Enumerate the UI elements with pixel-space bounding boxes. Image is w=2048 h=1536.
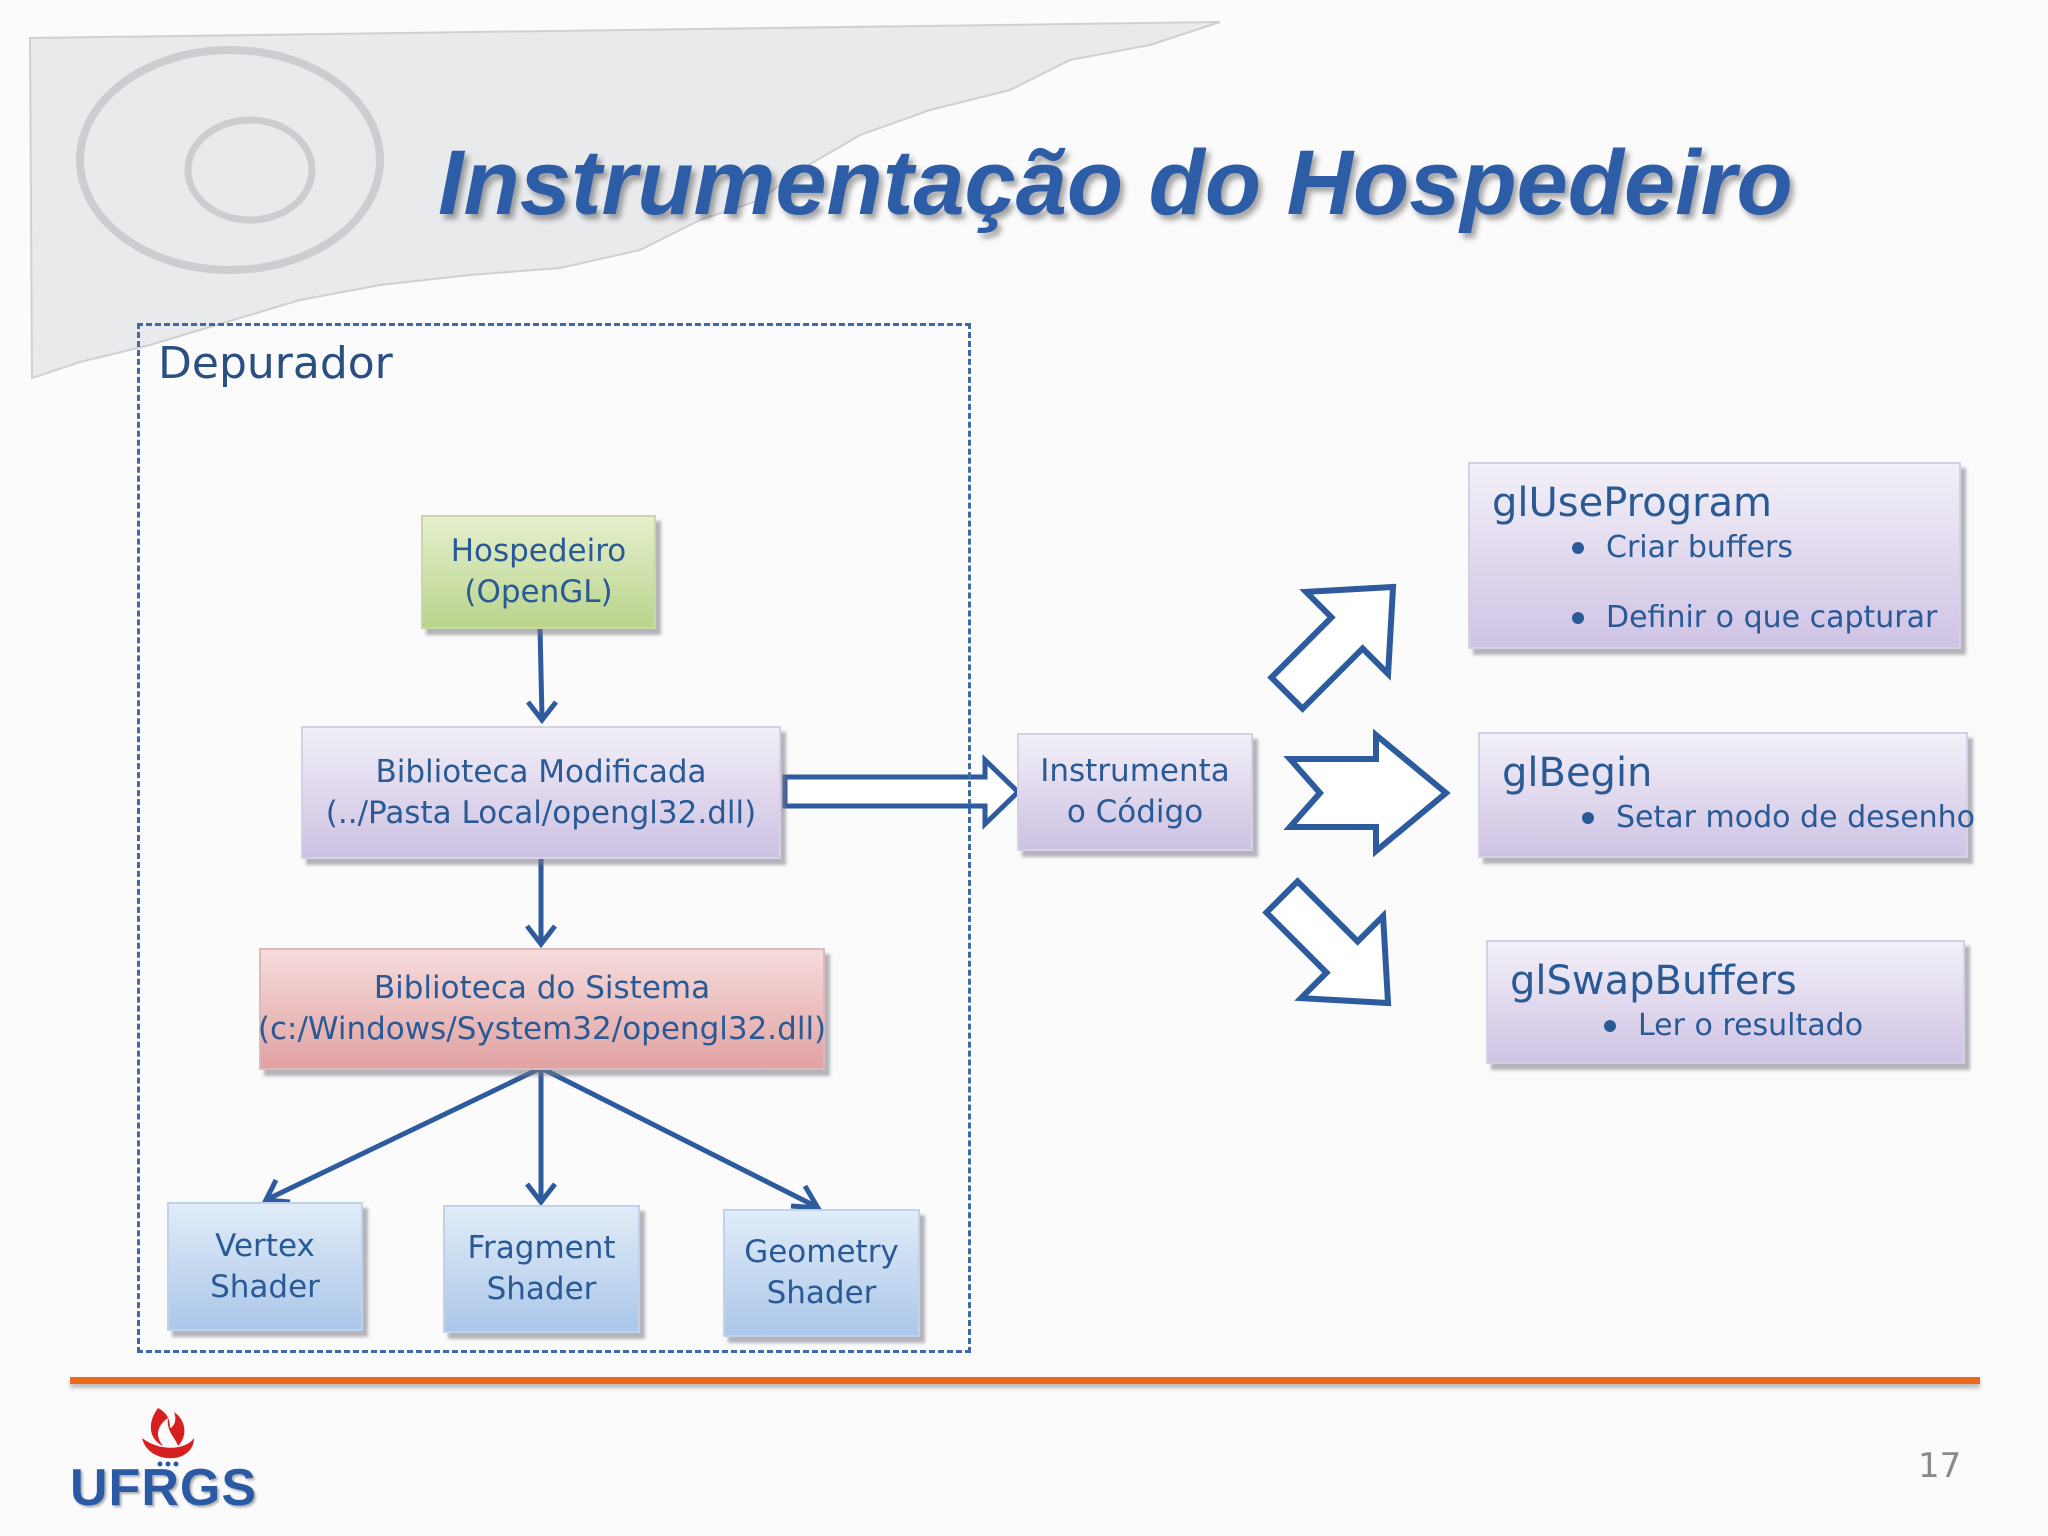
geometry-shader-box: Geometry Shader (723, 1209, 920, 1337)
block-arrow-down-right-icon (1262, 877, 1392, 1007)
system-library-box: Biblioteca do Sistema (c:/Windows/System… (257, 948, 827, 1070)
function-bullet: Criar buffers (1572, 528, 1937, 568)
function-name: glUseProgram (1492, 480, 1772, 526)
debugger-frame (137, 323, 971, 1353)
hollow-arrow-right (782, 754, 1022, 830)
arrow-host-to-modlib (526, 626, 558, 725)
block-arrow-up-right-icon (1267, 583, 1397, 713)
arrows-syslib-to-shaders (262, 1065, 823, 1211)
geometry-shader-line-2: Shader (766, 1275, 877, 1311)
function-box-glbegin: glBegin Setar modo de desenho (1478, 732, 1975, 858)
function-bullet: Ler o resultado (1604, 1006, 1941, 1046)
vertex-shader-line-2: Shader (210, 1268, 320, 1305)
modified-library-box: Biblioteca Modificada (../Pasta Local/op… (301, 726, 781, 859)
swirl-outer (76, 46, 384, 274)
function-bullet: Setar modo de desenho (1582, 798, 1975, 838)
fragment-shader-line-1: Fragment (467, 1230, 616, 1266)
function-name: glSwapBuffers (1510, 958, 1797, 1004)
host-box-line-2: (OpenGL) (464, 574, 613, 610)
fragment-shader-line-2: Shader (486, 1271, 597, 1307)
vertex-shader-box: Vertex Shader (167, 1202, 363, 1331)
ufrgs-flame-logo-icon (142, 1408, 194, 1467)
swirl-inner (184, 116, 316, 224)
system-library-line-1: Biblioteca do Sistema (373, 970, 711, 1006)
fragment-shader-box: Fragment Shader (443, 1205, 640, 1333)
function-bullet: Definir o que capturar (1572, 598, 1937, 638)
modified-library-line-1: Biblioteca Modificada (375, 753, 707, 790)
arrow-modlib-to-syslib (525, 857, 557, 949)
ufrgs-logo-text: UFRGS (70, 1459, 257, 1517)
page-number: 17 (1918, 1446, 1962, 1486)
vertex-shader-line-1: Vertex (215, 1227, 315, 1264)
slide-title: Instrumentação do Hospedeiro (438, 132, 1793, 234)
function-box-glswapbuffers: glSwapBuffers Ler o resultado (1486, 940, 1965, 1064)
instrument-code-line-2: o Código (1066, 794, 1204, 830)
geometry-shader-line-1: Geometry (744, 1234, 899, 1270)
function-box-gluseprogram: glUseProgram Criar buffers Definir o que… (1468, 462, 1961, 649)
function-name: glBegin (1502, 750, 1653, 796)
system-library-line-2: (c:/Windows/System32/opengl32.dll) (257, 1011, 827, 1047)
block-arrow-right-icon (1283, 728, 1451, 858)
footer-divider (70, 1377, 1980, 1384)
modified-library-line-2: (../Pasta Local/opengl32.dll) (325, 794, 757, 831)
torn-paper-decoration (28, 21, 1221, 380)
host-box-line-1: Hospedeiro (450, 533, 627, 569)
instrument-code-box: Instrumenta o Código (1017, 733, 1253, 851)
host-box: Hospedeiro (OpenGL) (421, 515, 656, 629)
debugger-label: Depurador (158, 338, 393, 389)
instrument-code-line-1: Instrumenta (1040, 753, 1230, 789)
